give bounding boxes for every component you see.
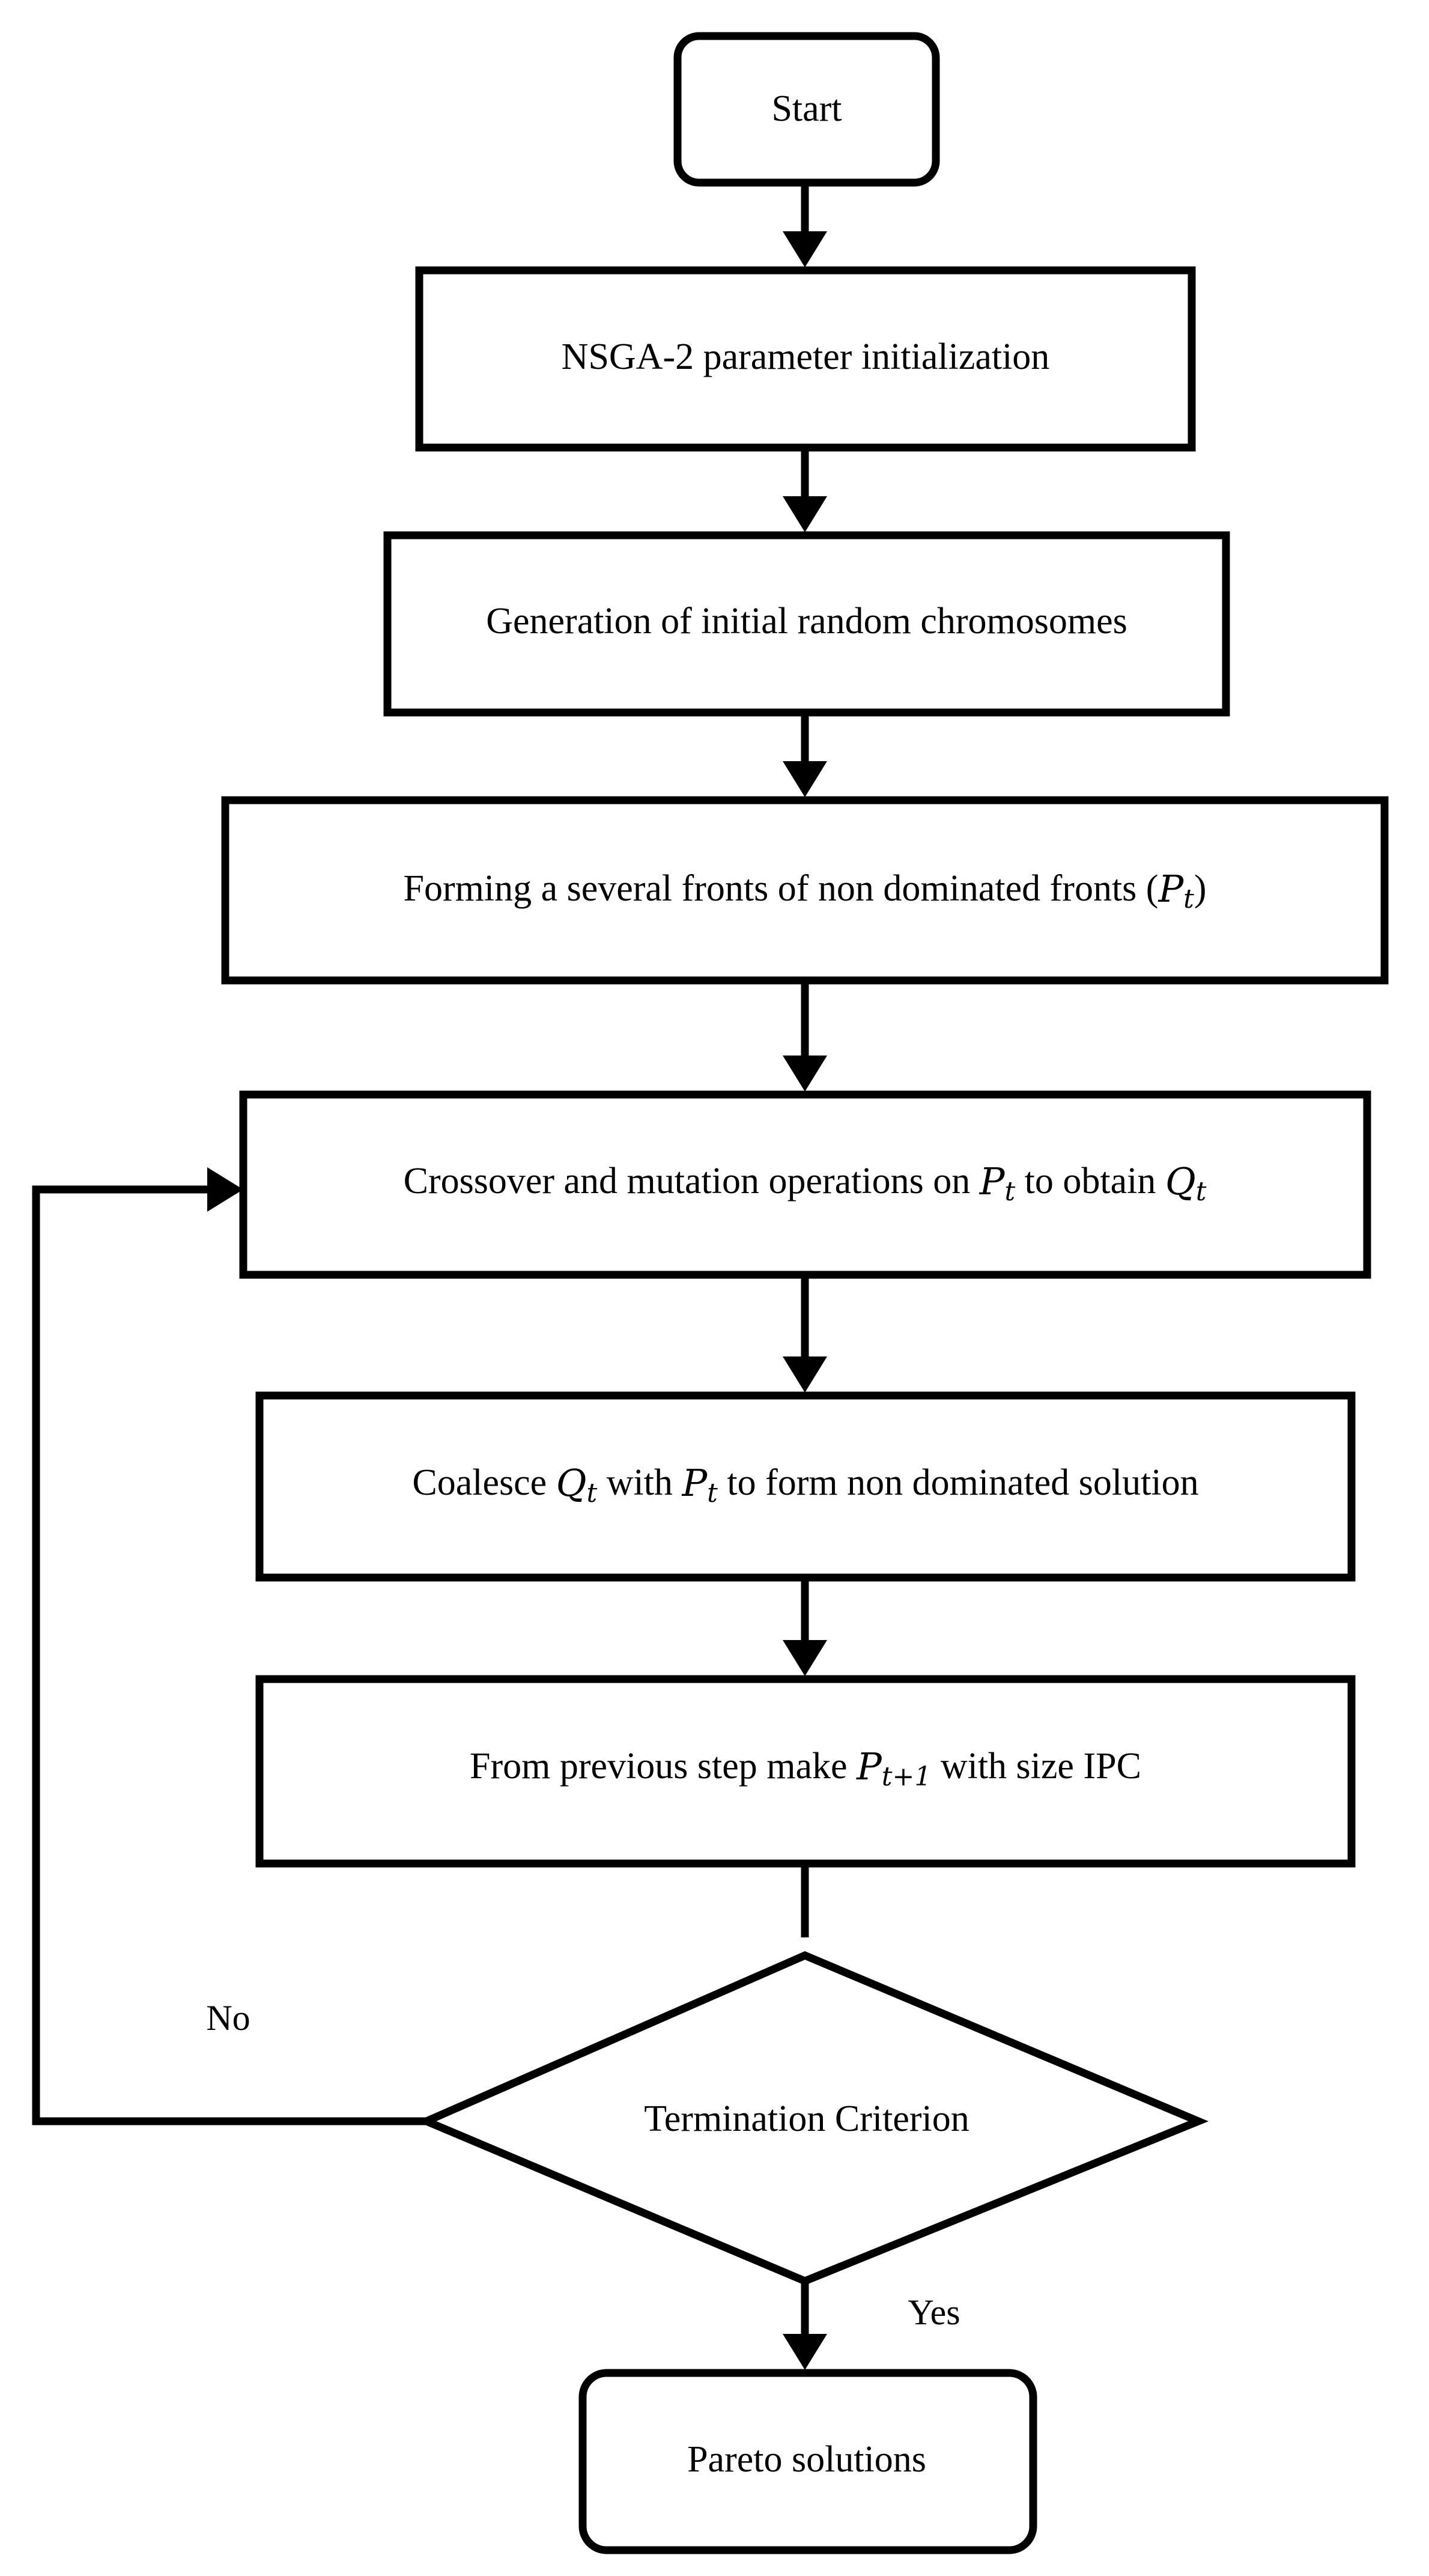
- fronts-text: Forming a several fronts of non dominate…: [403, 868, 1145, 909]
- next-text-2: with size IPC: [931, 1746, 1141, 1787]
- next-text-1: From previous step make: [470, 1746, 857, 1787]
- crossover-text-1: Crossover and mutation operations on: [404, 1161, 980, 1201]
- coalesce-text-2: with: [597, 1462, 682, 1503]
- crossover-q-symbol: Q: [1165, 1159, 1196, 1203]
- edge-no-loop: [32, 1185, 426, 2125]
- fronts-label: Forming a several fronts of non dominate…: [403, 867, 1206, 914]
- init-node: NSGA-2 parameter initialization: [415, 266, 1196, 452]
- arrowhead-crossover: [783, 1056, 827, 1092]
- arrowhead-next: [783, 1640, 827, 1676]
- next-population-label: From previous step make Pt+1 with size I…: [470, 1745, 1141, 1791]
- crossover-p-symbol: P: [979, 1159, 1006, 1203]
- coalesce-node: Coalesce Qt with Pt to form non dominate…: [255, 1391, 1356, 1582]
- termination-decision: Termination Criterion: [416, 1951, 1209, 2286]
- crossover-node: Crossover and mutation operations on Pt …: [239, 1090, 1371, 1279]
- coalesce-text-1: Coalesce: [412, 1462, 556, 1503]
- arrowhead-fronts: [783, 761, 827, 797]
- fronts-p-subscript: t: [1183, 884, 1194, 914]
- pareto-label: Pareto solutions: [687, 2439, 926, 2480]
- coalesce-p-subscript: t: [707, 1478, 718, 1508]
- start-node: Start: [673, 32, 940, 187]
- coalesce-p-symbol: P: [681, 1461, 708, 1505]
- fronts-open-paren: (: [1146, 868, 1159, 909]
- pareto-node: Pareto solutions: [578, 2369, 1037, 2554]
- crossover-label: Crossover and mutation operations on Pt …: [404, 1159, 1207, 1206]
- yes-label: Yes: [908, 2292, 960, 2332]
- next-p-symbol: P: [856, 1745, 882, 1788]
- generation-label: Generation of initial random chromosomes: [486, 601, 1127, 642]
- coalesce-text-3: to form non dominated solution: [718, 1462, 1199, 1503]
- arrowhead-pareto: [783, 2334, 827, 2370]
- crossover-p-subscript: t: [1004, 1176, 1015, 1207]
- coalesce-q-symbol: Q: [556, 1461, 587, 1505]
- init-label: NSGA-2 parameter initialization: [562, 336, 1050, 377]
- fronts-node: Forming a several fronts of non dominate…: [221, 796, 1389, 985]
- arrowhead-loop: [207, 1167, 243, 1212]
- crossover-text-2: to obtain: [1015, 1161, 1165, 1201]
- arrowhead-generation: [783, 496, 827, 532]
- fronts-p-symbol: P: [1157, 867, 1184, 911]
- crossover-q-subscript: t: [1196, 1176, 1207, 1207]
- next-population-node: From previous step make Pt+1 with size I…: [255, 1675, 1356, 1868]
- no-label: No: [206, 1998, 250, 2038]
- generation-node: Generation of initial random chromosomes: [383, 531, 1230, 717]
- termination-label: Termination Criterion: [644, 2098, 969, 2139]
- connectors: [32, 183, 827, 2370]
- arrowhead-init: [783, 231, 827, 267]
- coalesce-label: Coalesce Qt with Pt to form non dominate…: [412, 1461, 1198, 1508]
- next-p-subscript: t+1: [882, 1761, 932, 1792]
- coalesce-q-subscript: t: [587, 1478, 598, 1508]
- fronts-close-paren: ): [1194, 868, 1207, 909]
- start-label: Start: [771, 88, 842, 129]
- arrowhead-coalesce: [783, 1356, 827, 1393]
